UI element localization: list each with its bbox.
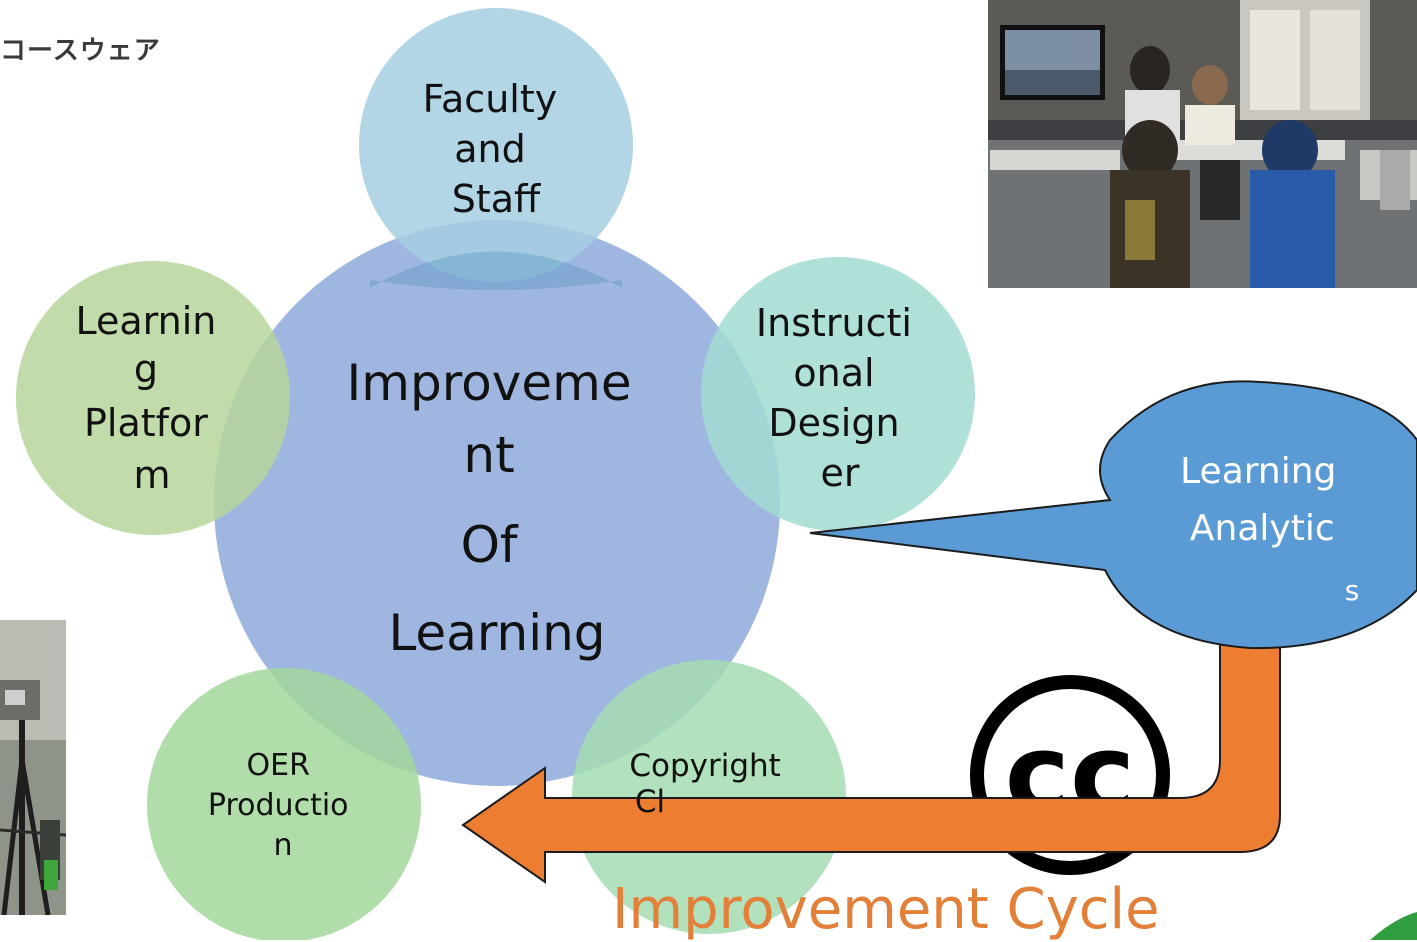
- center-circle: [214, 220, 780, 786]
- faculty-line-3: Staff: [452, 177, 541, 221]
- designer-line-4: er: [820, 451, 859, 495]
- oer-line-2: Productio: [208, 788, 349, 823]
- faculty-line-1: Faculty: [423, 77, 558, 121]
- overlap-shading: [370, 251, 622, 290]
- oer-line-1: OER: [247, 748, 310, 783]
- platform-line-3: Platfor: [84, 401, 208, 445]
- center-line-1: Improveme: [347, 354, 632, 412]
- analytics-line-3: s: [1345, 574, 1360, 607]
- copyright-label: Copyright Cl: [629, 748, 790, 820]
- cycle-arrow: [461, 641, 1281, 884]
- center-label: Improveme nt Of Learning: [347, 354, 648, 662]
- faculty-label: Faculty and Staff: [423, 77, 570, 221]
- cycle-title: Improvement Cycle: [612, 877, 1160, 942]
- platform-line-2: g: [134, 347, 158, 391]
- faculty-line-2: and: [454, 127, 526, 171]
- analytics-line-1: Learning: [1180, 451, 1336, 492]
- designer-line-2: onal: [793, 351, 874, 395]
- analytics-callout: [809, 380, 1417, 650]
- node-platform: [16, 261, 290, 535]
- platform-line-1: Learnin: [76, 299, 217, 343]
- platform-line-4: m: [133, 453, 170, 497]
- camera-tripod-photo: [0, 620, 66, 915]
- center-line-3: Of: [461, 516, 519, 574]
- center-line-2: nt: [463, 426, 514, 484]
- oer-line-3: n: [273, 828, 292, 863]
- node-oer: [147, 668, 421, 940]
- corner-accent: [1370, 912, 1417, 940]
- classroom-photo: [988, 0, 1417, 288]
- analytics-label: Learning Analytic s: [1180, 451, 1359, 607]
- analytics-line-2: Analytic: [1190, 508, 1335, 549]
- corner-title: コースウェア: [0, 36, 161, 66]
- designer-label: Instructi onal Design er: [756, 301, 924, 495]
- designer-line-3: Design: [768, 401, 899, 445]
- node-faculty: [359, 8, 633, 282]
- platform-label: Learnin g Platfor m: [76, 299, 229, 497]
- copyright-line-1: Copyright: [629, 748, 780, 784]
- node-designer: [701, 257, 975, 531]
- designer-line-1: Instructi: [756, 301, 912, 345]
- copyright-line-2: Cl: [635, 784, 665, 820]
- center-line-4: Learning: [388, 604, 605, 662]
- oer-label: OER Productio n: [208, 748, 358, 863]
